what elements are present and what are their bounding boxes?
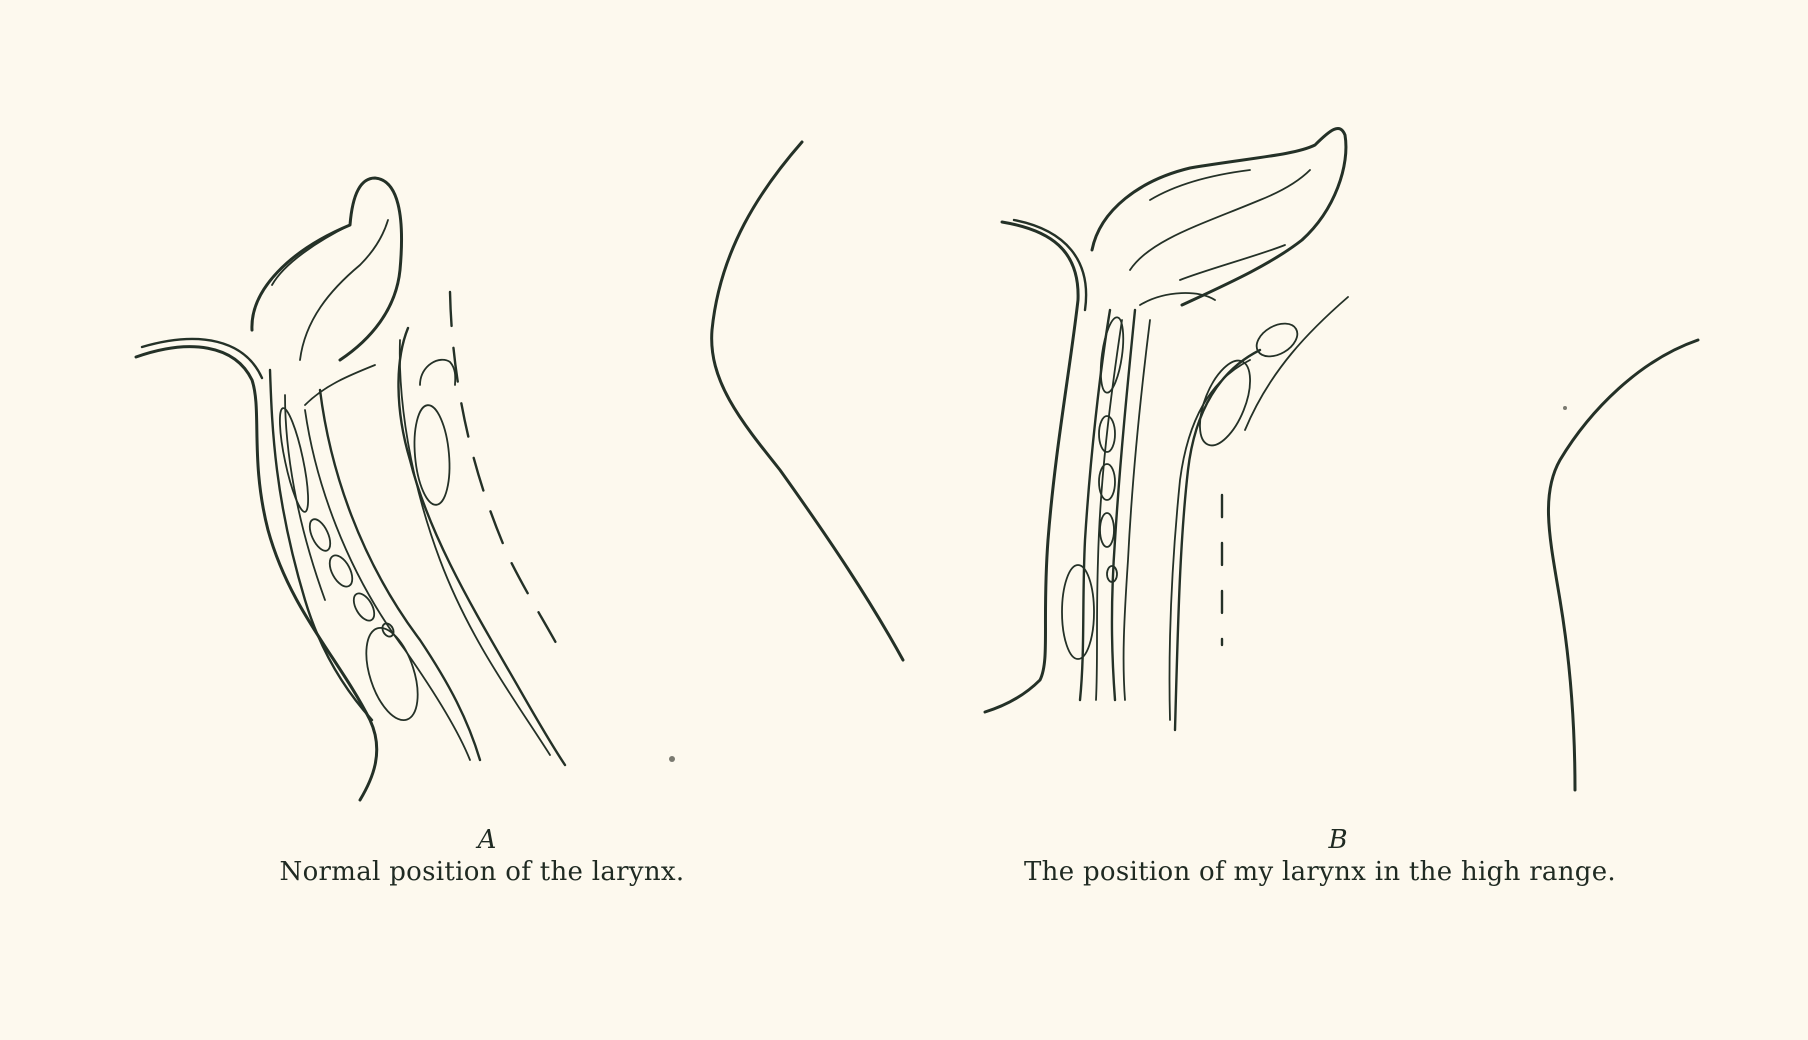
figure-b-ring-3	[1098, 463, 1116, 501]
figure-a-larynx-wall-right-inner	[304, 409, 471, 761]
figure-b-label: B	[1328, 825, 1348, 855]
figure-b-epiglottis	[1090, 127, 1348, 307]
figure-a-ring-4	[352, 592, 376, 622]
figure-a-epiglottis-fold	[299, 219, 389, 361]
figure-b-ring-1	[1099, 316, 1125, 394]
figure-a-label: A	[477, 825, 497, 855]
paper-speck	[669, 756, 675, 762]
figure-a-ring-3	[328, 554, 354, 588]
figure-a-larynx-wall-left	[268, 368, 374, 722]
figure-a-esophagus-front	[397, 326, 567, 767]
figure-b-drawing	[983, 127, 1700, 792]
figure-a-esophagus-front-inner	[398, 339, 551, 756]
figure-a-ring-6	[365, 626, 419, 722]
figure-a-larynx-wall-left-inner	[284, 394, 326, 601]
figure-a-epiglottis-inner	[271, 224, 351, 286]
figure-a-ring-1	[278, 407, 310, 513]
figure-b-neck-curve	[1547, 338, 1700, 792]
figure-a-epiglottis	[250, 176, 404, 362]
figure-b-epiglottis-inner	[1149, 169, 1251, 201]
figure-b-ring-4	[1099, 512, 1115, 548]
figure-a-ring-5	[381, 622, 395, 638]
figure-b-arytenoid-top	[1255, 322, 1299, 358]
figure-b-fold-2	[1179, 244, 1286, 281]
figure-a-neck-curve	[710, 140, 905, 662]
figure-a-arytenoid	[413, 404, 451, 506]
figure-b-epiglottis-fold	[1129, 169, 1311, 271]
figure-b-esophagus-front	[1173, 348, 1262, 732]
figure-a-larynx-wall-right	[318, 388, 482, 762]
figure-b-ring-5	[1106, 565, 1118, 583]
figure-b-ring-6	[1061, 564, 1095, 660]
figure-b-spine-line	[1244, 296, 1349, 431]
figure-a-tongue-outline-inner	[140, 337, 264, 380]
paper-speck	[1563, 406, 1567, 410]
figure-b-arytenoid	[1199, 359, 1251, 447]
figure-b-larynx-wall-right	[1110, 308, 1137, 702]
figure-b-front-outline-inner	[1012, 218, 1088, 312]
figure-a-fold	[304, 364, 376, 406]
figure-a-tongue-outline	[134, 345, 379, 802]
figure-a-caption: Normal position of the larynx.	[279, 857, 685, 887]
figure-b-ring-2	[1098, 415, 1116, 453]
figure-b-fold	[1139, 292, 1216, 306]
figure-b-front-outline	[983, 220, 1080, 714]
figure-b-larynx-wall-left	[1078, 308, 1112, 702]
figure-b-esophagus-front-inner	[1168, 359, 1251, 721]
figure-b-caption: The position of my larynx in the high ra…	[1024, 857, 1616, 887]
figure-a-arytenoid-top	[419, 358, 457, 386]
figure-a-spine-dash	[448, 290, 567, 662]
figure-b-larynx-wall-left-inner	[1095, 319, 1123, 701]
figure-b-larynx-wall-right-inner	[1122, 319, 1151, 701]
figure-a-drawing	[134, 140, 905, 802]
figure-a-ring-2	[308, 518, 332, 552]
